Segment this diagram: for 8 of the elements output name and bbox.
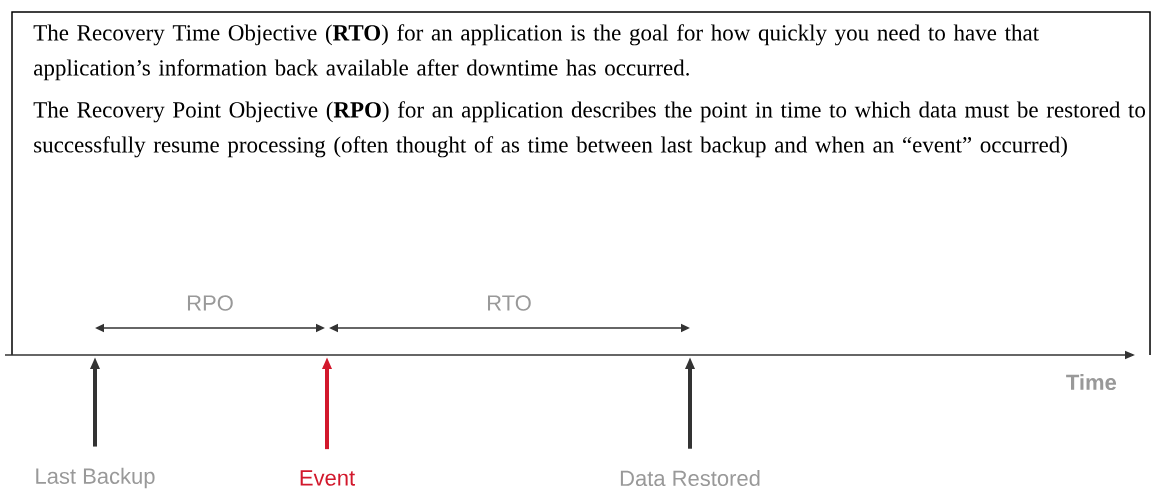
axis-label: Time <box>1066 373 1117 391</box>
paragraph: The Recovery Point Objective (RPO) for an application describes the point in time to which data must be restored to successfully resume processing (often thought of as time between last backup and when an “event” occurred) <box>33 101 1146 158</box>
dimension-label: RTO <box>488 295 531 311</box>
paragraph: The Recovery Time Objective (RTO) for an application is the goal for how quickly you need to have that application’s information back available after downtime has occurred. <box>33 24 1039 81</box>
timeline-label: Last Backup <box>36 467 155 489</box>
dimension-label: RPO <box>187 295 233 311</box>
timeline-label: Event <box>300 470 355 486</box>
timeline-label: Data Restored <box>620 469 760 487</box>
